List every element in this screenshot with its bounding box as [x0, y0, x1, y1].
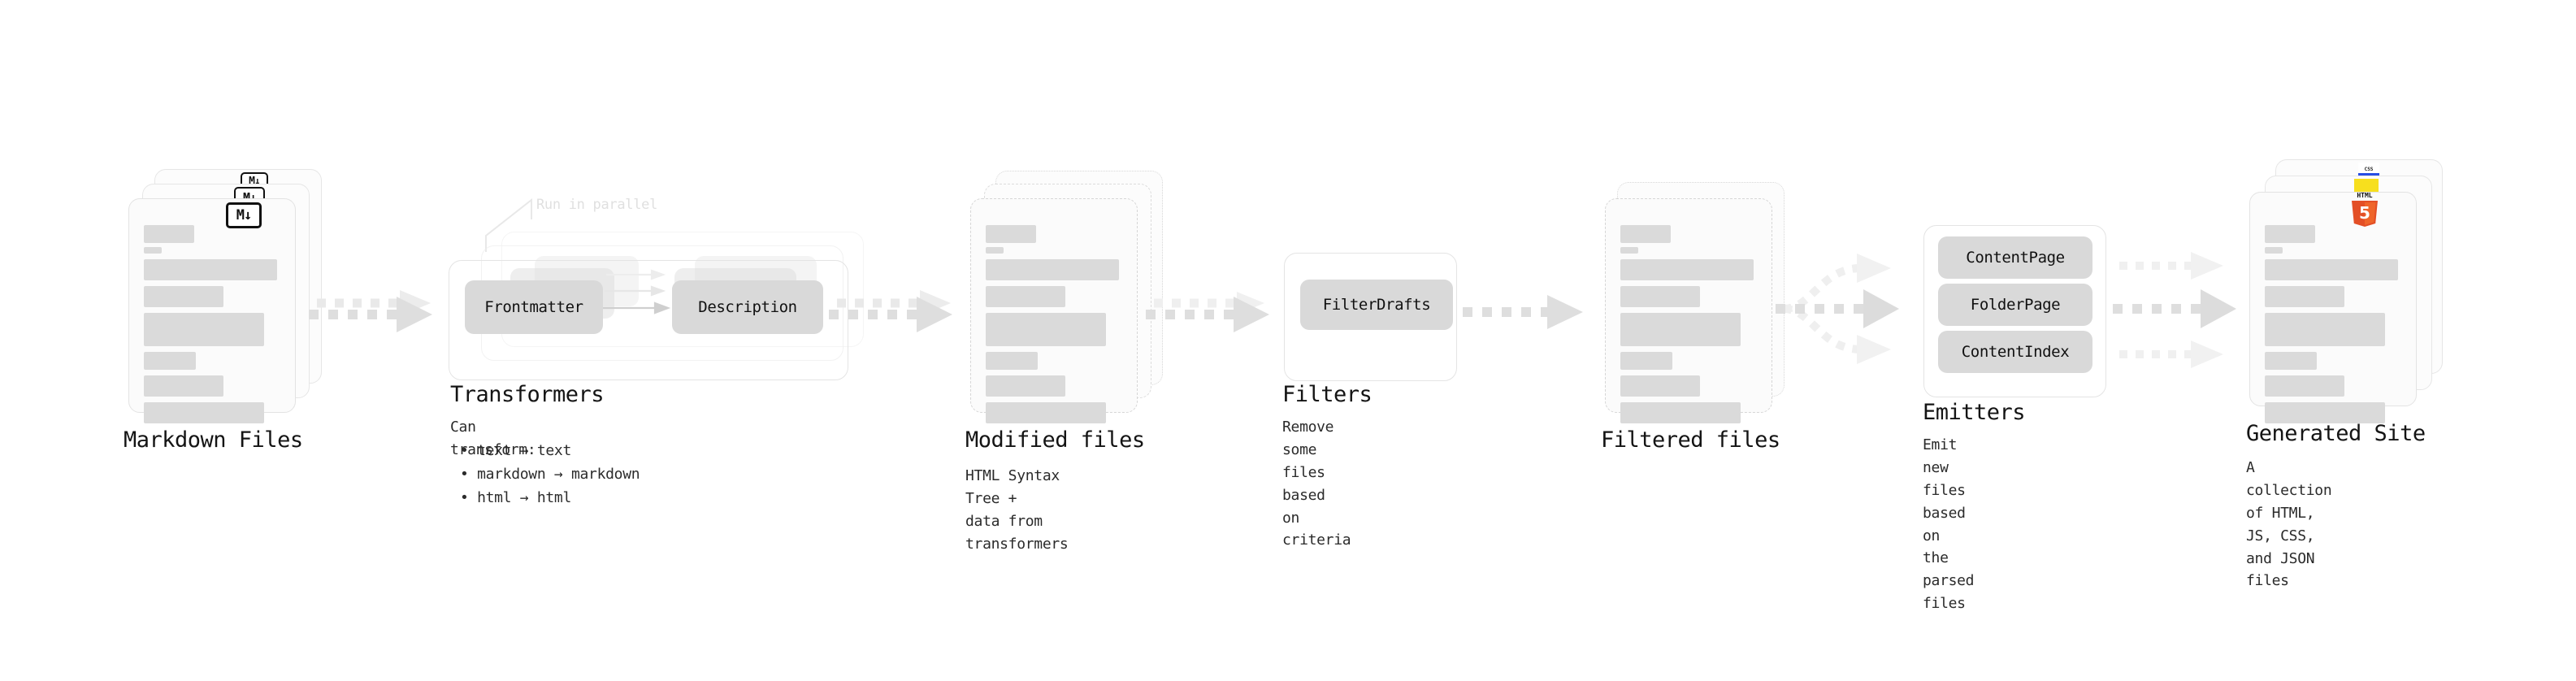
- transformers-bullet-item: • text → text: [460, 442, 571, 459]
- line-bar: [2265, 352, 2317, 370]
- line-bar: [144, 352, 196, 370]
- transformers-bullet-list: • text → text • markdown → markdown • ht…: [460, 439, 640, 510]
- transformer-node-description[interactable]: Description: [672, 280, 823, 334]
- connector-modified-to-filters: [1146, 292, 1269, 332]
- run-in-parallel-bracket: [485, 197, 532, 252]
- line-bar: [1620, 375, 1700, 397]
- stage-title-markdown-files: Markdown Files: [124, 427, 303, 453]
- line-bar: [986, 402, 1106, 423]
- line-bar: [144, 402, 264, 423]
- emitter-node-contentindex-label: ContentIndex: [1961, 343, 2070, 361]
- line-bar: [144, 313, 264, 346]
- emitter-node-contentindex[interactable]: ContentIndex: [1938, 331, 2092, 373]
- transformer-node-frontmatter[interactable]: Frontmatter: [465, 280, 603, 334]
- stage-desc-emitters: Emit new files based on the parsed files: [1923, 436, 1975, 613]
- markdown-badge-icon: M↓: [226, 202, 262, 228]
- line-bar: [2265, 402, 2385, 423]
- markdown-badge-label: M↓: [236, 206, 253, 223]
- stage-title-modified-files: Modified files: [965, 427, 1145, 453]
- emitter-node-contentpage[interactable]: ContentPage: [1938, 236, 2092, 279]
- html5-badge-icon: HTML 5: [2348, 190, 2381, 228]
- modified-card-lines: [986, 225, 1124, 429]
- line-bar: [1620, 286, 1700, 307]
- markdown-card-lines: [144, 225, 282, 429]
- connector-markdown-to-transformers: [309, 290, 432, 332]
- stage-title-emitters: Emitters: [1923, 400, 2026, 425]
- emitter-node-folderpage-label: FolderPage: [1970, 296, 2061, 314]
- line-bar: [2265, 247, 2283, 254]
- transformer-node-description-label: Description: [698, 298, 797, 316]
- line-bar: [1620, 225, 1671, 243]
- connector-emitters-to-site: [2113, 252, 2236, 368]
- line-bar: [2265, 286, 2344, 307]
- line-bar: [1620, 247, 1638, 254]
- line-bar: [2265, 259, 2398, 280]
- line-bar: [986, 259, 1119, 280]
- line-bar: [986, 286, 1065, 307]
- connector-filtered-to-emitters: [1776, 254, 1899, 364]
- markdown-card-front: [128, 198, 296, 423]
- stage-desc-generated-site: A collection of HTML, JS, CSS, and JSON …: [2246, 459, 2332, 590]
- transformer-inner-arrows: [603, 269, 671, 314]
- filtered-card-front: [1605, 198, 1772, 423]
- filter-node-filterdrafts-label: FilterDrafts: [1322, 296, 1431, 314]
- connector-transformers-to-modified: [829, 290, 952, 332]
- transformers-bullet-item: • markdown → markdown: [460, 466, 640, 484]
- emitter-node-folderpage[interactable]: FolderPage: [1938, 284, 2092, 326]
- line-bar: [2265, 375, 2344, 397]
- stage-desc-filters: Remove some files based on criteria: [1282, 419, 1351, 549]
- line-bar: [144, 286, 223, 307]
- line-bar: [1620, 402, 1741, 423]
- stage-title-transformers: Transformers: [450, 382, 605, 407]
- stage-title-filters: Filters: [1282, 382, 1373, 407]
- line-bar: [144, 375, 223, 397]
- line-bar: [1620, 259, 1754, 280]
- line-bar: [986, 247, 1004, 254]
- css-badge-label: CSS: [2364, 167, 2374, 172]
- transformers-panel: [449, 260, 848, 380]
- line-bar: [1620, 352, 1672, 370]
- stage-desc-modified-files: HTML Syntax Tree + data from transformer…: [965, 467, 1069, 553]
- svg-text:5: 5: [2359, 203, 2370, 223]
- line-bar: [2265, 225, 2315, 243]
- line-bar: [144, 259, 277, 280]
- css-badge-underline: [2358, 173, 2379, 176]
- line-bar: [986, 352, 1038, 370]
- svg-text:HTML: HTML: [2357, 192, 2372, 199]
- filter-node-filterdrafts[interactable]: FilterDrafts: [1300, 280, 1453, 330]
- stage-desc-transformers: Can transform:: [450, 419, 536, 458]
- site-card-front: [2249, 192, 2417, 423]
- line-bar: [2265, 313, 2385, 346]
- modified-card-front: [970, 198, 1138, 423]
- transformer-node-frontmatter-label: Frontmatter: [484, 298, 583, 316]
- line-bar: [986, 313, 1106, 346]
- line-bar: [144, 247, 162, 254]
- stage-title-filtered-files: Filtered files: [1601, 427, 1780, 453]
- stage-title-generated-site: Generated Site: [2246, 421, 2426, 446]
- line-bar: [1620, 313, 1741, 346]
- line-bar: [144, 225, 194, 243]
- css-badge-icon: CSS: [2358, 163, 2379, 176]
- run-in-parallel-label: Run in parallel: [536, 197, 658, 213]
- connector-filters-to-filtered: [1463, 295, 1583, 329]
- filtered-card-lines: [1620, 225, 1759, 429]
- line-bar: [986, 225, 1036, 243]
- transformers-bullet-item: • html → html: [460, 489, 571, 507]
- emitter-node-contentpage-label: ContentPage: [1966, 249, 2065, 267]
- site-card-lines: [2265, 225, 2403, 429]
- line-bar: [986, 375, 1065, 397]
